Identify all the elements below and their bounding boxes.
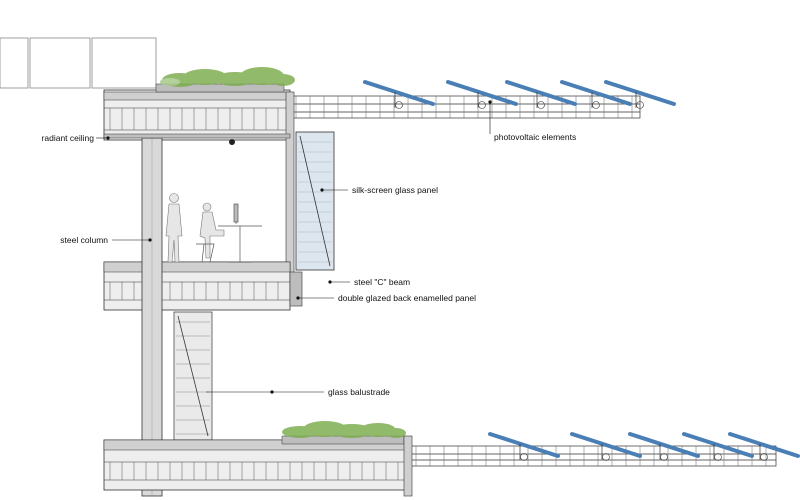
label-photovoltaic-elements: photovoltaic elements — [494, 132, 576, 142]
pv-fan-unit — [592, 101, 600, 109]
ceiling-light-fixture — [229, 139, 235, 145]
callout-radiant-ceiling: radiant ceiling — [42, 133, 110, 143]
pv-panel — [682, 432, 754, 458]
upper-roof-slab — [103, 83, 291, 141]
label-steel-column: steel column — [60, 235, 108, 245]
label-radiant-ceiling: radiant ceiling — [42, 133, 95, 143]
pv-fan-unit — [602, 453, 610, 461]
label-glass-balustrade: glass balustrade — [328, 387, 390, 397]
callout-steel-c-beam: steel "C" beam — [328, 277, 410, 287]
pv-panel — [488, 432, 560, 458]
pv-fan-unit — [537, 101, 545, 109]
roof-greenery-upper — [160, 67, 295, 87]
pv-panel — [446, 80, 518, 106]
pv-fan-unit — [636, 101, 644, 109]
label-steel-c-beam: steel "C" beam — [354, 277, 410, 287]
pv-fan-unit — [395, 101, 403, 109]
pv-panel — [604, 80, 676, 106]
pv-fan-unit — [660, 453, 668, 461]
silk-screen-glass-panel — [295, 131, 335, 271]
seated-person-silhouette — [199, 202, 225, 259]
callout-silk-screen: silk-screen glass panel — [320, 185, 438, 195]
upper-photovoltaic-panels — [363, 80, 676, 109]
label-enamelled-panel: double glazed back enamelled panel — [338, 293, 476, 303]
lower-photovoltaic-panels — [488, 432, 800, 461]
pv-panel — [560, 80, 632, 106]
pv-panel — [505, 80, 577, 106]
callout-photovoltaic: photovoltaic elements — [488, 100, 576, 142]
pv-panel — [728, 432, 800, 458]
glass-balustrade — [173, 311, 213, 441]
standing-person-silhouette — [165, 193, 183, 263]
pv-panel — [570, 432, 642, 458]
radiant-ceiling-panel — [103, 133, 291, 139]
adjacent-building-outline — [0, 37, 157, 89]
callout-glass-balustrade: glass balustrade — [206, 387, 390, 397]
double-glazed-enamelled-panel — [289, 271, 303, 307]
pv-fan-unit — [520, 453, 528, 461]
pv-fan-unit — [714, 453, 722, 461]
roof-greenery-lower — [282, 421, 406, 438]
pv-panel — [628, 432, 700, 458]
callout-enamelled-panel: double glazed back enamelled panel — [296, 293, 476, 303]
lower-mullion — [403, 435, 413, 497]
pv-fan-unit — [478, 101, 486, 109]
lower-roof-slab — [103, 435, 411, 491]
label-silk-screen-glass-panel: silk-screen glass panel — [352, 185, 438, 195]
pv-fan-unit — [760, 453, 768, 461]
pv-panel — [363, 80, 435, 106]
desk-and-chair — [196, 203, 262, 263]
middle-floor-slab — [103, 261, 291, 311]
upper-pv-truss — [289, 95, 641, 119]
callout-steel-column: steel column — [60, 235, 152, 245]
